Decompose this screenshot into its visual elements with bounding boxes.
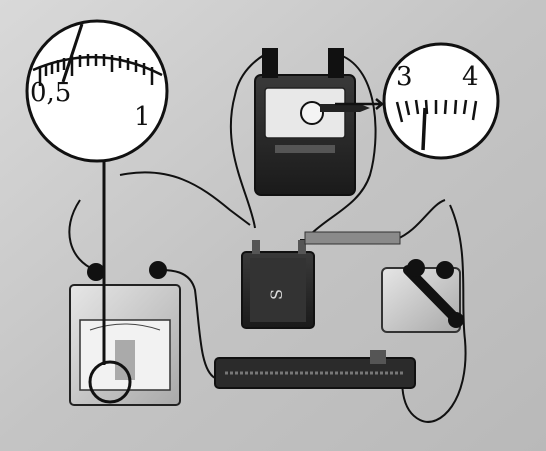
left-gauge-label-1: 1	[134, 102, 151, 132]
battery: S	[241, 240, 315, 329]
left-gauge-label-0-5: 0,5	[30, 78, 72, 108]
left-gauge-zoom	[25, 19, 169, 163]
svg-text:S: S	[267, 289, 286, 300]
right-gauge-needle	[421, 107, 427, 151]
ammeter-bottom	[69, 261, 181, 406]
right-gauge-label-3: 3	[396, 62, 413, 92]
rheostat	[214, 350, 416, 389]
connector-strip	[304, 231, 401, 245]
left-gauge-needle	[61, 23, 84, 83]
callout-arrow-right	[335, 98, 386, 110]
switch-key	[381, 259, 464, 333]
right-gauge-label-4: 4	[462, 62, 479, 92]
right-gauge-zoom	[382, 42, 500, 160]
voltmeter-top	[254, 48, 370, 196]
